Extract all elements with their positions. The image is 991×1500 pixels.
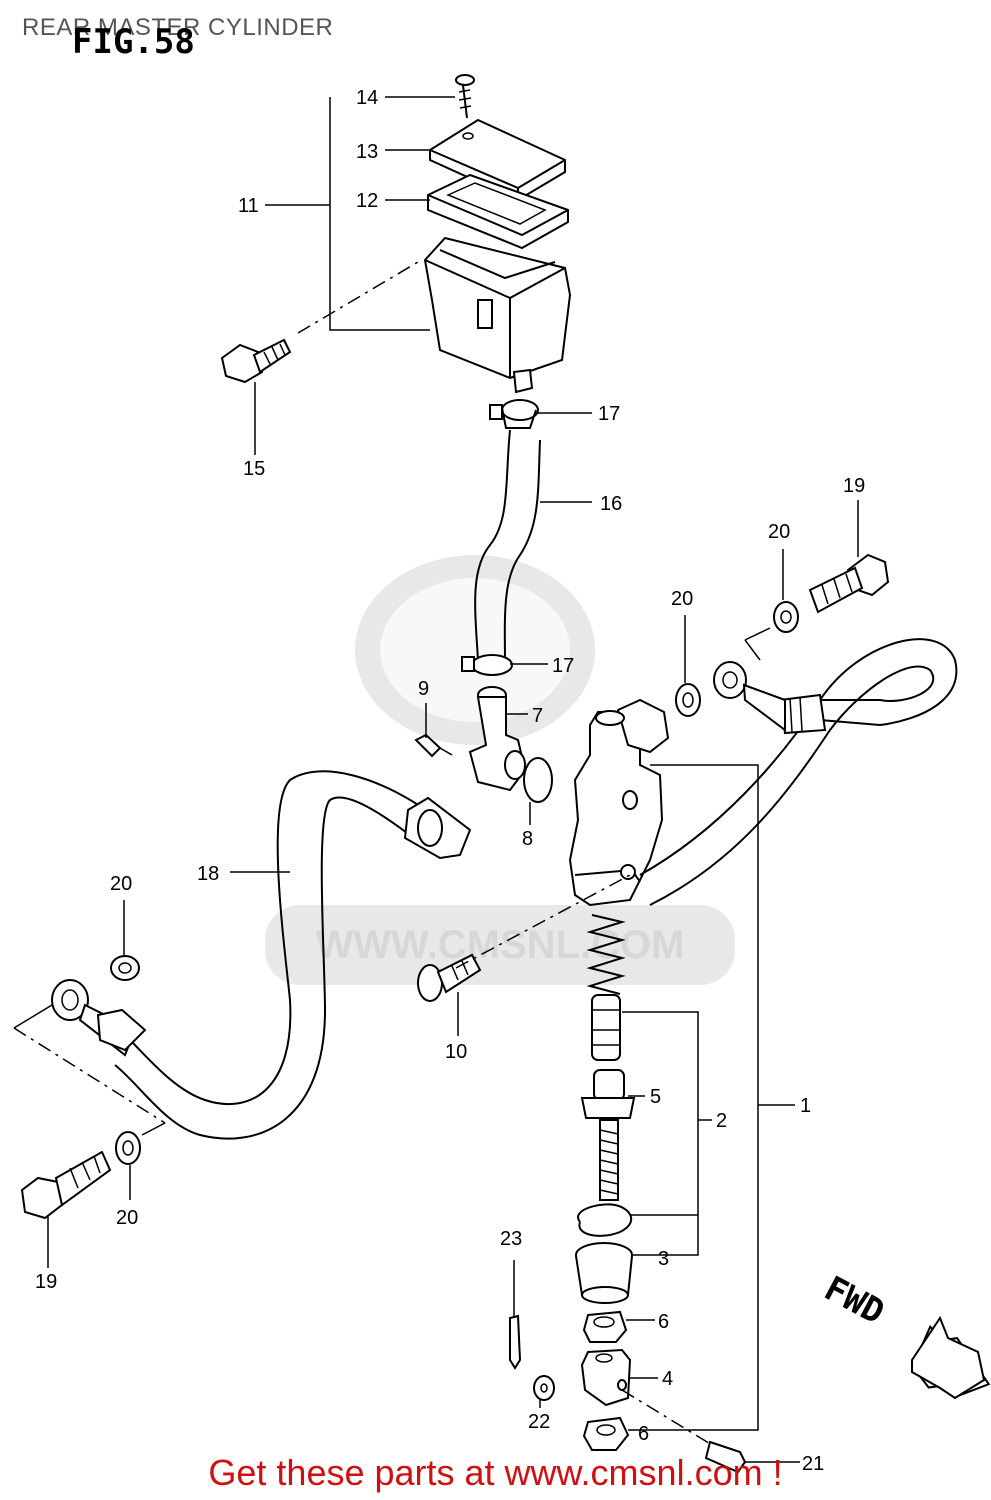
banjo-left <box>51 979 147 1057</box>
callout-8: 8 <box>522 828 533 850</box>
callout-1: 1 <box>800 1095 811 1117</box>
callout-17-bottom: 17 <box>552 655 574 677</box>
crush-washer-right-bottom <box>675 683 701 717</box>
hose-fitting-left <box>403 796 472 860</box>
callouts: 14 13 12 11 15 17 16 17 7 9 8 18 20 10 2… <box>35 87 865 1475</box>
figure-number: FIG.58 <box>72 22 195 62</box>
reservoir <box>423 236 572 394</box>
brake-hose-left <box>114 770 441 1140</box>
callout-7: 7 <box>532 705 543 727</box>
master-cylinder-body <box>568 698 670 907</box>
callout-10: 10 <box>445 1041 467 1063</box>
clevis-pin <box>704 1440 747 1474</box>
callout-17-top: 17 <box>598 403 620 425</box>
callout-20-left-bottom: 20 <box>116 1207 138 1229</box>
washer-small <box>533 1375 555 1401</box>
banjo-bolt-right <box>808 553 890 614</box>
banjo-bolt-left <box>20 1150 112 1220</box>
footer-link-text[interactable]: Get these parts at www.cmsnl.com ! <box>208 1452 783 1493</box>
union-screw <box>414 733 453 758</box>
mounting-bolt <box>417 953 482 1002</box>
reservoir-bolt <box>220 338 292 384</box>
callout-20-right-top: 20 <box>768 521 790 543</box>
callout-3: 3 <box>658 1248 669 1270</box>
crush-washer-left-bottom <box>115 1131 141 1165</box>
callout-16: 16 <box>600 493 622 515</box>
callout-4: 4 <box>662 1368 673 1390</box>
callout-22: 22 <box>528 1411 550 1433</box>
piston-assembly <box>591 994 621 1061</box>
fwd-indicator: FWD <box>818 1269 986 1400</box>
page-title: REAR MASTER CYLINDER <box>22 14 334 41</box>
crush-washer-left-top <box>110 955 140 981</box>
return-spring <box>586 914 626 995</box>
callout-6-top: 6 <box>658 1311 669 1333</box>
cotter-pin <box>509 1314 522 1370</box>
callout-23: 23 <box>500 1228 522 1250</box>
callout-19-left: 19 <box>35 1271 57 1293</box>
hose-clamp-top <box>489 399 539 429</box>
dust-boot <box>575 1242 633 1304</box>
cap-screw <box>455 74 475 119</box>
diaphragm <box>427 173 569 250</box>
callout-18: 18 <box>197 863 219 885</box>
callout-15: 15 <box>243 458 265 480</box>
callout-11: 11 <box>238 195 259 217</box>
callout-19-right: 19 <box>843 475 865 497</box>
brake-hose-right <box>639 638 958 906</box>
cmsnl-watermark: WWW.CMSNL.COM <box>265 555 735 985</box>
leader-lines <box>47 96 859 1463</box>
hose-fitting-right <box>778 693 827 735</box>
o-ring <box>523 757 553 803</box>
banjo-right <box>713 661 786 732</box>
callout-13: 13 <box>356 141 378 163</box>
clevis <box>580 1348 632 1407</box>
hose-union <box>468 686 527 792</box>
callout-6-bottom: 6 <box>638 1423 649 1445</box>
callout-5: 5 <box>650 1086 661 1108</box>
callout-12: 12 <box>356 190 378 212</box>
callout-2: 2 <box>716 1110 727 1132</box>
lock-nut-bottom <box>582 1416 630 1451</box>
callout-9: 9 <box>418 678 429 700</box>
callout-20-left-top: 20 <box>110 873 132 895</box>
hose-clamp-bottom <box>461 654 513 676</box>
pushrod <box>599 1119 619 1201</box>
reservoir-hose <box>474 429 541 666</box>
lock-nut-top <box>582 1310 628 1343</box>
crush-washer-right-top <box>773 601 799 633</box>
callout-14: 14 <box>356 87 378 109</box>
pushrod-nut <box>580 1069 636 1119</box>
circlip <box>577 1203 633 1237</box>
callout-21: 21 <box>802 1453 824 1475</box>
fwd-indicator-label: FWD <box>818 1269 891 1333</box>
callout-20-right-bottom: 20 <box>671 588 693 610</box>
